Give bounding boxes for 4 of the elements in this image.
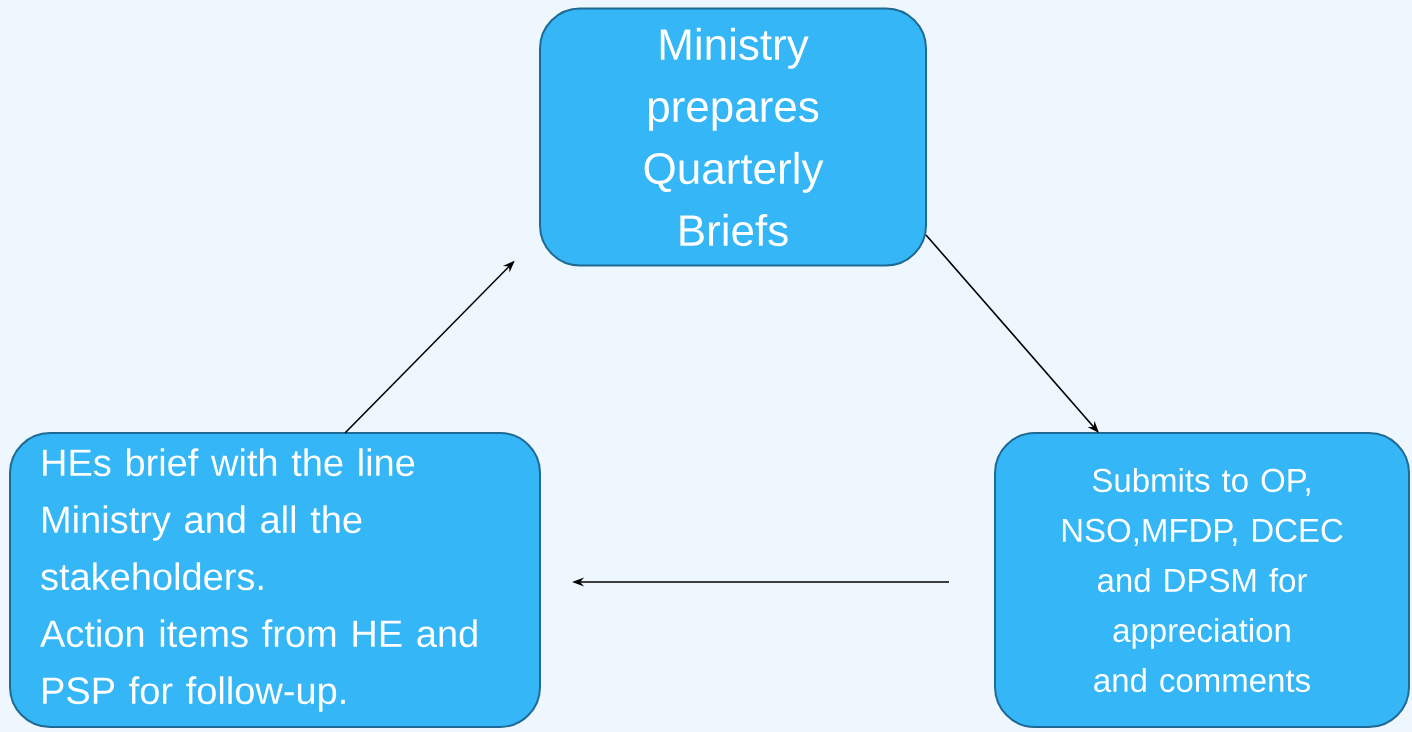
process-box: Ministry prepares Quarterly Briefs (539, 7, 927, 267)
process-box: Submits to OP, NSO,MFDP, DCEC and DPSM for appreciation and comments (994, 432, 1410, 728)
process-box: HEs brief with the line Ministry and all the stakeholders. Action items from HE and PSP for follow-up. (9, 432, 541, 728)
arrow (925, 234, 1099, 433)
